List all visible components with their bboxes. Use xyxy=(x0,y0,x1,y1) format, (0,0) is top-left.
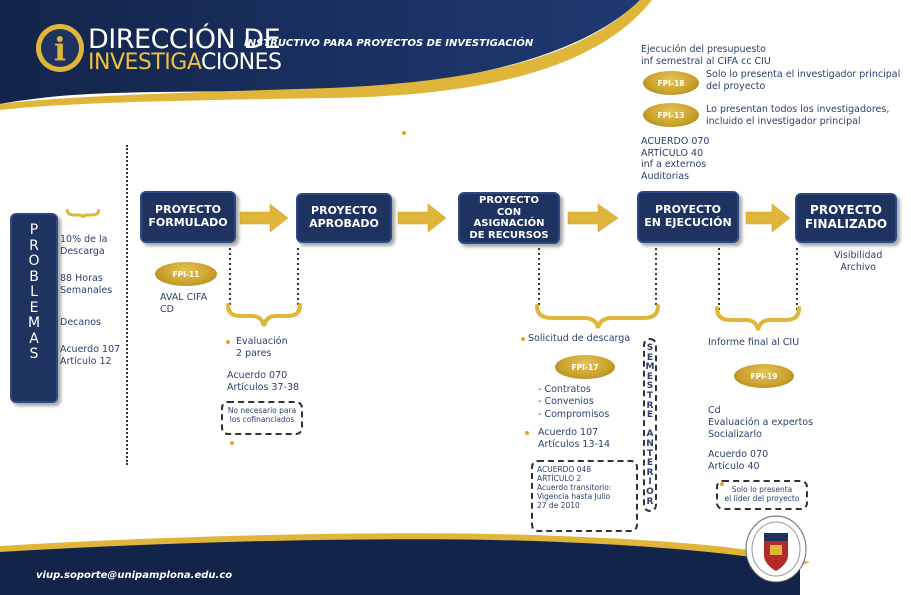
brace-ejecucion-icon xyxy=(715,306,801,331)
separator-line xyxy=(126,145,128,465)
arrow-3-icon xyxy=(567,203,619,233)
semestre-letter: T xyxy=(646,448,654,459)
problems-letter: O xyxy=(28,253,40,269)
brace-formulado-icon xyxy=(226,303,302,327)
form-pill-fpi19[interactable]: FPI-19 xyxy=(734,364,794,388)
solicitud-text: Solicitud de descarga xyxy=(528,333,631,344)
header-title-line2: INVESTIGACIONES xyxy=(88,52,282,74)
header-title-rest: CIONES xyxy=(201,50,282,75)
form-pill-fpi13[interactable]: FPI-13 xyxy=(643,103,699,127)
semestre-letter: N xyxy=(646,438,654,449)
header-title-highlight: INVESTIGA xyxy=(88,50,202,75)
semestre-letter: A xyxy=(646,429,654,440)
arrow-4-icon xyxy=(745,203,791,233)
problems-letter: S xyxy=(29,346,39,362)
fpi18-text: Solo lo presenta el investigador princip… xyxy=(706,69,901,92)
problem-item: Decanos xyxy=(60,317,101,328)
semestre-letter: S xyxy=(646,381,654,392)
semestre-letter xyxy=(645,420,655,430)
header-subtitle: INSTRUCTIVO PARA PROYECTOS DE INVESTIGAC… xyxy=(244,38,534,49)
header-banner xyxy=(0,0,652,110)
semestre-letter: E xyxy=(646,410,654,421)
semestre-letter: M xyxy=(645,362,655,373)
bullet-icon xyxy=(402,131,406,135)
form-pill-fpi11[interactable]: FPI-11 xyxy=(155,262,217,286)
semestre-letter: T xyxy=(646,390,654,401)
bullet-icon xyxy=(525,431,529,435)
problems-letter: L xyxy=(30,284,38,300)
problems-letter: E xyxy=(29,299,39,316)
semestre-letter: R xyxy=(646,400,654,411)
recursos-items: - Contratos- Convenios- Compromisos xyxy=(538,384,610,420)
university-seal-icon xyxy=(745,515,807,583)
form-pill-fpi18[interactable]: FPI-18 xyxy=(643,71,699,95)
bullet-icon xyxy=(521,337,525,341)
semestre-letter: E xyxy=(646,371,654,382)
problems-brace-icon xyxy=(66,208,100,218)
semestre-letter: E xyxy=(646,352,654,363)
semestre-letter: S xyxy=(646,343,654,353)
problems-letter: R xyxy=(29,237,39,254)
semestre-letter: R xyxy=(646,496,654,507)
institution-logo-icon: i xyxy=(36,24,84,72)
form-pill-fpi17[interactable]: FPI-17 xyxy=(555,355,615,379)
semestre-letter: I xyxy=(648,477,652,488)
fpi13-text: Lo presentan todos los investigadores,in… xyxy=(706,104,890,127)
svg-text:i: i xyxy=(54,30,66,68)
footer-email[interactable]: viup.soporte@unipamplona.edu.co xyxy=(36,570,233,581)
problems-letter: M xyxy=(27,315,41,331)
problems-letter: P xyxy=(29,222,39,238)
arrow-1-icon xyxy=(239,203,289,233)
problems-letter: A xyxy=(29,330,39,347)
bullet-icon xyxy=(226,340,230,344)
semestre-letter: O xyxy=(646,486,654,497)
footer-banner xyxy=(0,533,810,595)
semestre-letter: R xyxy=(646,467,654,478)
arrow-2-icon xyxy=(397,203,447,233)
informe-final-text: Informe final al CIU xyxy=(708,337,800,348)
bullet-icon xyxy=(230,441,234,445)
problems-letter: B xyxy=(29,268,39,285)
brace-asignacion-icon xyxy=(535,304,660,329)
header-title-line1: DIRECCIÓN DE xyxy=(88,24,281,55)
semestre-letter: E xyxy=(646,458,654,469)
